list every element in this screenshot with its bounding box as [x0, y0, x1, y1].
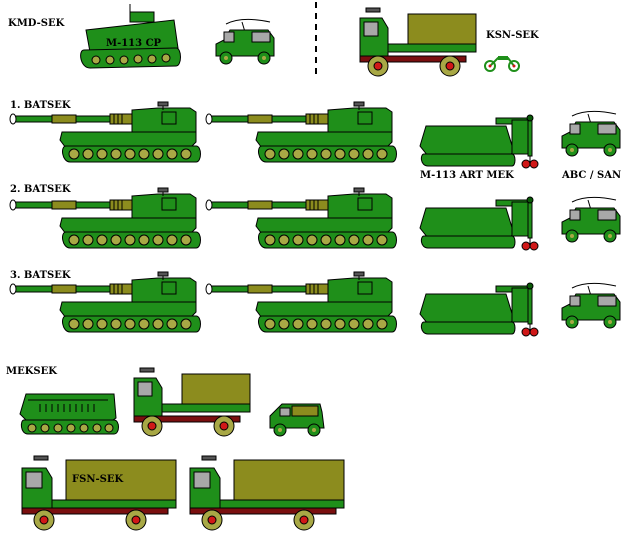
howitzer-3a: [9, 271, 201, 333]
m113-cp-label: M-113 CP: [106, 38, 162, 49]
batsek-3-label: 3. BATSEK: [10, 270, 71, 281]
abc-san-label: ABC / SAN: [561, 170, 621, 181]
fsn-truck-2: [189, 455, 345, 531]
meksek-truck: [133, 367, 251, 437]
fsn-truck-1: [21, 455, 177, 531]
m113-cp-vehicle: M-113 CP: [80, 4, 181, 69]
ksn-sek-label: KSN-SEK: [486, 30, 539, 41]
motorcycle-icon: [484, 56, 520, 72]
recovery-vehicle-1: [419, 114, 539, 169]
recovery-vehicle-2: [419, 196, 539, 251]
kmd-sek-label: KMD-SEK: [8, 18, 65, 29]
howitzer-1a: [9, 101, 201, 163]
howitzer-2a: [9, 187, 201, 249]
fsn-sek-label: FSN-SEK: [72, 474, 123, 485]
meksek-label: MEKSEK: [6, 366, 57, 377]
batsek-2-label: 2. BATSEK: [10, 184, 71, 195]
batsek-1-label: 1. BATSEK: [10, 100, 71, 111]
howitzer-3b: [205, 271, 397, 333]
jeep-radio-2: [561, 196, 621, 243]
howitzer-1b: [205, 101, 397, 163]
howitzer-2b: [205, 187, 397, 249]
ksn-truck: [359, 7, 477, 77]
recovery-vehicle-3: [419, 282, 539, 337]
meksek-apc: [19, 393, 119, 435]
cp-jeep-radio: [215, 18, 275, 65]
m113-art-mek-label: M-113 ART MEK: [420, 170, 514, 181]
meksek-jeep: [269, 403, 325, 437]
jeep-radio-1: [561, 110, 621, 157]
jeep-radio-3: [561, 282, 621, 329]
